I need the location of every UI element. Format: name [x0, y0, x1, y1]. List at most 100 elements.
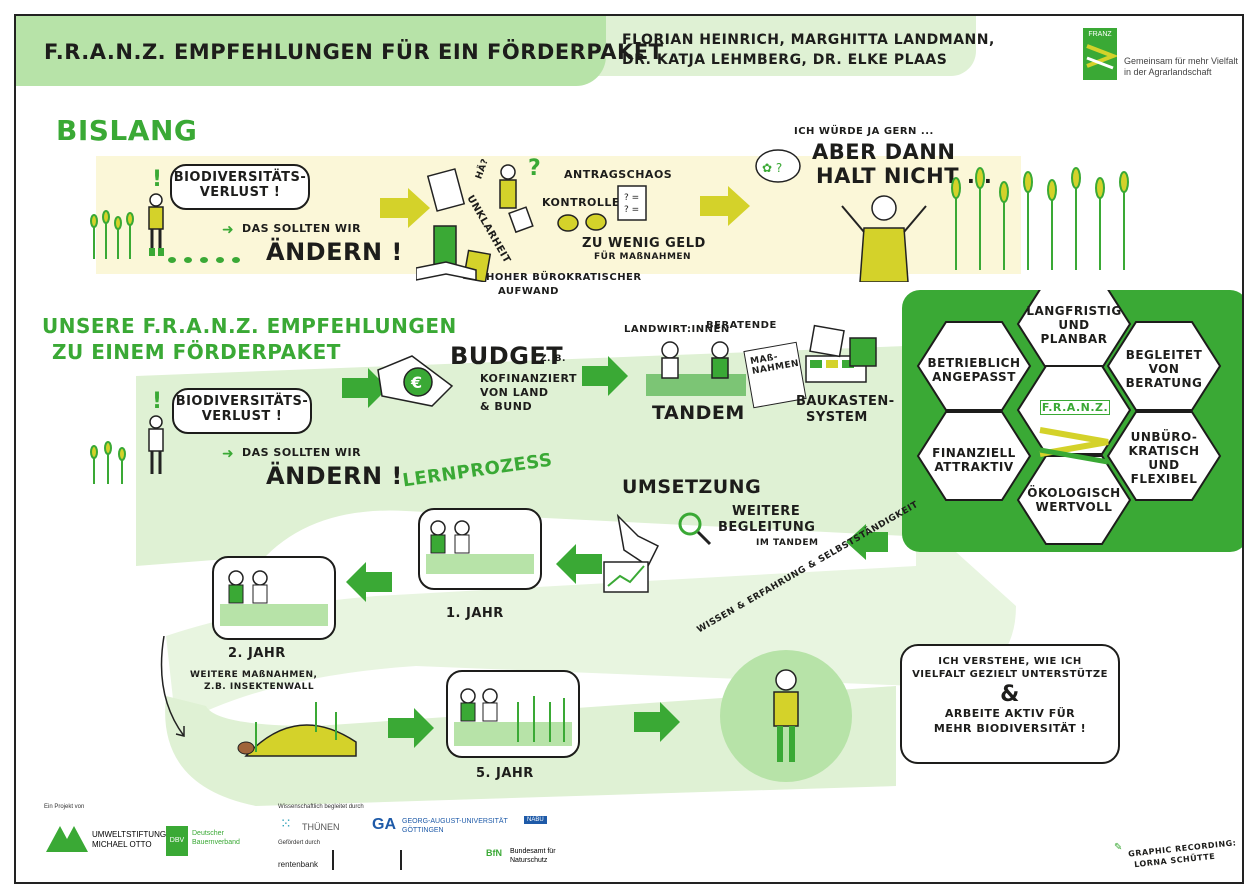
arrow-right-icon: ➜ [222, 222, 234, 238]
svg-text:? =: ? = [624, 205, 639, 215]
hex-oekologisch: ÖKOLOGISCH WERTVOLL [1027, 486, 1121, 514]
von-land-label: VON LAND [480, 386, 549, 399]
coins-icon [557, 213, 607, 232]
jahr1-label: 1. JAHR [446, 606, 504, 621]
gefoerdert-label: Gefördert durch [278, 840, 321, 846]
year5-scene-icon [454, 688, 572, 746]
year2-scene-icon [220, 570, 328, 626]
yellow-arrow-icon-2 [700, 186, 750, 226]
form-icon: ? = ? = [617, 185, 647, 221]
umweltstiftung-logo [46, 826, 88, 852]
thuenen-icon: ⁙ [280, 816, 292, 832]
jahr2-label: 2. JAHR [228, 646, 286, 661]
jahr5-label: 5. JAHR [476, 766, 534, 781]
hex-finanziell: FINANZIELL ATTRAKTIV [932, 446, 1016, 474]
change-note-big: ÄNDERN ! [266, 238, 403, 266]
bislang-heading: BISLANG [56, 114, 198, 147]
title-band [16, 16, 606, 86]
year1-scene-icon [426, 520, 534, 574]
goettingen-line-1: GEORG-AUGUST-UNIVERSITÄT [402, 818, 508, 825]
dbv-logo: DBV [166, 826, 188, 856]
budget-label: BUDGET [450, 342, 564, 370]
year5-bubble [446, 670, 580, 758]
bfn-line-2: Naturschutz [510, 857, 548, 864]
authors-line-1: FLORIAN HEINRICH, MARGHITTA LANDMANN, [622, 32, 995, 48]
kofinanziert-label: KOFINANZIERT [480, 372, 577, 385]
insektenwall-label: Z.B. INSEKTENWALL [204, 682, 315, 692]
toolbox-icon [805, 324, 877, 383]
umweltstiftung-line-1: UMWELTSTIFTUNG [92, 830, 167, 839]
rentenbank-label: rentenbank [278, 860, 319, 869]
hand-chart-icon [603, 513, 660, 593]
franz-logo-mark [1086, 44, 1119, 70]
und-bund-label: & BUND [480, 400, 533, 413]
criteria-panel: F.R.A.N.Z. LANGFRISTIG UND PLANBAR BETRI… [902, 279, 1242, 552]
tagline-line-1: Gemeinsam für mehr Vielfalt [1124, 56, 1238, 66]
svg-text:!: ! [152, 167, 162, 192]
arrow-right-icon-2: ➜ [222, 446, 234, 462]
umweltstiftung-line-2: MICHAEL OTTO [92, 840, 152, 849]
change-note-big-2: ÄNDERN ! [266, 462, 403, 490]
svg-text:✿ ?: ✿ ? [762, 161, 782, 175]
farmer-icon-2: ! [148, 389, 164, 474]
farmer-icon: ! [148, 167, 164, 256]
hex-begleitet: BEGLEITET VON BERATUNG [1125, 348, 1203, 390]
zu-wenig-geld-label: ZU WENIG GELD [582, 236, 706, 251]
empfehlungen-heading-1: UNSERE F.R.A.N.Z. EMPFEHLUNGEN [42, 314, 457, 338]
empfehlungen-heading-2: ZU EINEM FÖRDERPAKET [52, 340, 341, 364]
green-arrow-icon-4 [634, 702, 680, 742]
zb-label: Z. B. [540, 354, 566, 364]
umsetzung-label: UMSETZUNG [622, 476, 762, 498]
bmel-logo [332, 850, 394, 870]
hex-center-label: F.R.A.N.Z. [1040, 400, 1110, 415]
wheat-field-icon [951, 167, 1129, 270]
begleitung-label: BEGLEITUNG [718, 520, 816, 535]
green-arrow-icon [342, 368, 388, 408]
hand-euro-icon: € [377, 355, 454, 407]
loss-bubble: BIODIVERSITÄTS- VERLUST ! [170, 164, 310, 210]
wuerde-gern-label: ICH WÜRDE JA GERN ... [794, 126, 934, 137]
weitere-label: WEITERE [732, 504, 801, 519]
page-title: F.R.A.N.Z. EMPFEHLUNGEN FÜR EIN FÖRDERPA… [44, 40, 664, 64]
green-arrow-icon-2 [582, 356, 628, 396]
authors-band [586, 16, 976, 76]
dbv-line-1: Deutscher [192, 830, 224, 837]
documents-icon [416, 164, 534, 282]
beratende-label: BERATENDE [706, 320, 777, 331]
change-note: DAS SOLLTEN WIR [242, 222, 362, 235]
green-arrow-left-icon-3 [346, 562, 392, 602]
dbv-line-2: Bauernverband [192, 839, 240, 846]
franz-logo: FRANZ [1083, 28, 1119, 80]
final-bubble: ICH VERSTEHE, WIE ICH VIELFALT GEZIELT U… [900, 644, 1120, 764]
hex-langfristig: LANGFRISTIG UND PLANBAR [1026, 304, 1122, 346]
crop-icon-2 [90, 441, 126, 484]
antragschaos-label: ANTRAGSCHAOS [564, 168, 673, 181]
change-note-2: DAS SOLLTEN WIR [242, 446, 362, 459]
aber-dann-label: ABER DANN [812, 140, 956, 164]
weitere-massnahmen-label: WEITERE MAßNAHMEN, [190, 670, 318, 680]
goettingen-logo: GA [372, 816, 396, 833]
svg-text:!: ! [152, 389, 162, 414]
projekt-von-label: Ein Projekt von [44, 804, 85, 810]
svg-text:? =: ? = [624, 193, 639, 203]
thuenen-label: THÜNEN [302, 822, 340, 832]
kontrolle-label: KONTROLLE [542, 196, 620, 209]
im-tandem-label: IM TANDEM [756, 538, 819, 548]
green-arrow-left-icon [846, 524, 888, 560]
tandem-people-icon [646, 341, 746, 396]
goettingen-line-2: GÖTTINGEN [402, 827, 444, 834]
hex-betrieblich: BETRIEBLICH ANGEPASST [927, 356, 1021, 384]
confident-farmer-icon [720, 650, 852, 782]
fuer-massnahmen-label: FÜR MAßNAHMEN [594, 252, 692, 262]
landwirt-label: LANDWIRT:INNEN [624, 324, 730, 335]
system-label: SYSTEM [806, 410, 868, 425]
crop-icon [90, 210, 134, 259]
yellow-arrow-icon [380, 188, 430, 228]
thought-cloud-icon: ✿ ? [755, 149, 801, 183]
authors-line-2: DR. KATJA LEHMBERG, DR. ELKE PLAAS [622, 52, 948, 68]
poster: F.R.A.N.Z. EMPFEHLUNGEN FÜR EIN FÖRDERPA… [14, 14, 1244, 884]
aufwand-label: AUFWAND [498, 286, 559, 297]
svg-text:€: € [410, 373, 422, 392]
insect-wall-icon [237, 702, 357, 757]
green-arrow-icon-3 [388, 708, 434, 748]
